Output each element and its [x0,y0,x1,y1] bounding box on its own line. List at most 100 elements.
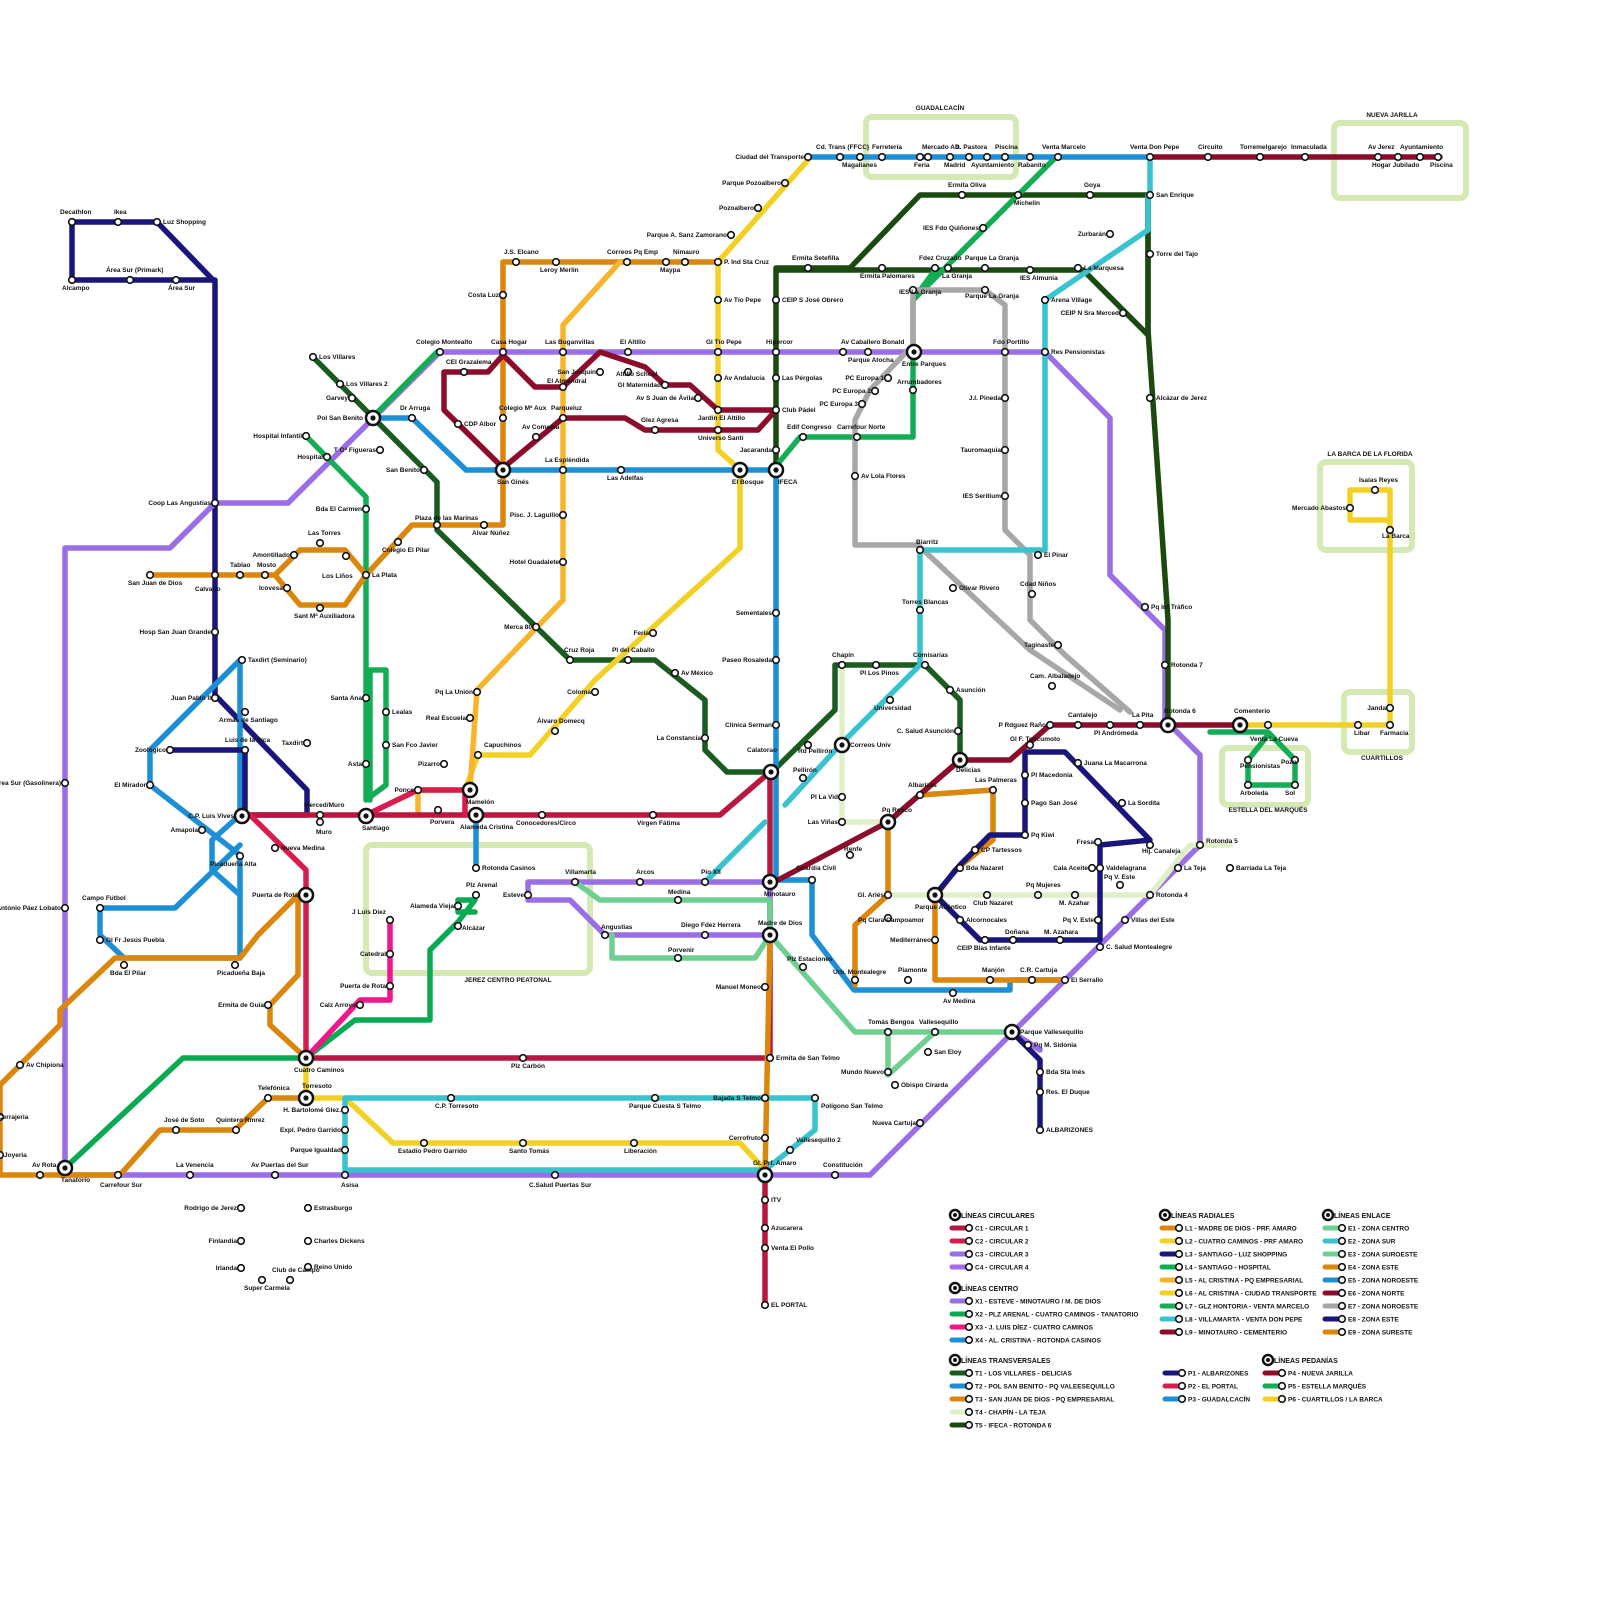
station-gl-fr-jesus-puebla[interactable] [97,937,104,944]
station-hogar-jubilado[interactable] [1395,154,1402,161]
station-diego-fdez-herrera[interactable] [702,932,709,939]
station-p-rdguez-rano[interactable] [1047,722,1054,729]
station-feria[interactable] [650,630,657,637]
station-san-enrique[interactable] [1147,192,1154,199]
station-av-rota[interactable] [37,1172,44,1179]
station-clinica-serman[interactable] [773,722,780,729]
station-j-luis-diez[interactable] [387,917,394,924]
station-av-andalucia[interactable] [715,375,722,382]
station-m-azahar[interactable] [1072,892,1079,899]
station-cantalejo[interactable] [1075,722,1082,729]
station-bda-el-pilar[interactable] [121,962,128,969]
station-guardia-civil[interactable] [809,877,816,884]
station-inmaculada[interactable] [1302,154,1309,161]
station-santa-ana[interactable] [363,695,370,702]
station-goya[interactable] [1087,192,1094,199]
station-asta[interactable] [363,761,370,768]
station-colegio-montealto[interactable] [437,349,444,356]
station-dr-arruga[interactable] [409,415,416,422]
station-nueva-medina[interactable] [272,845,279,852]
station-pl-del-caballo[interactable] [625,657,632,664]
station-alvaro-domecq[interactable] [552,728,559,735]
station-hospital[interactable] [324,454,331,461]
station-el-altillo[interactable] [625,349,632,356]
station-irlanda[interactable] [238,1265,245,1272]
station-mercado-abastos[interactable] [1347,505,1354,512]
station-fdez-cruzado[interactable] [932,265,939,272]
station-cala-aceite[interactable] [1089,865,1096,872]
station-taxdirt-seminario[interactable] [239,657,246,664]
station-ceip-s-jose-obrero[interactable] [773,297,780,304]
station-rabanito[interactable] [1027,154,1034,161]
station-zurbaran[interactable] [1107,231,1114,238]
station-capuchinos[interactable] [475,752,482,759]
station-av-caballero-bonald[interactable] [840,349,847,356]
station-feria[interactable] [917,154,924,161]
station-zoologico[interactable] [167,747,174,754]
station-cam-albaladejo[interactable] [1049,683,1056,690]
station-arboleda[interactable] [1245,782,1252,789]
station-el-serrallo[interactable] [1062,977,1069,984]
station-parque-a-sanz-zamorano[interactable] [728,232,735,239]
station-piamonte[interactable] [905,977,912,984]
station-pq-inf-trafico[interactable] [1142,604,1149,611]
station-decathlon[interactable] [69,219,76,226]
station-la-sordita[interactable] [1119,800,1126,807]
station-universo-santi[interactable] [715,427,722,434]
station-plz-arenal[interactable] [473,892,480,899]
station-magallanes[interactable] [857,154,864,161]
station-pq-v-este[interactable] [1095,917,1102,924]
station-torremelgarejo[interactable] [1257,154,1264,161]
station-av-s-juan-de-avila[interactable] [695,395,702,402]
station-piscina[interactable] [1002,154,1009,161]
station-juan-pablo-ii[interactable] [212,695,219,702]
station-hipercor[interactable] [773,349,780,356]
station-antonio-paez-lobato[interactable] [62,905,69,912]
station-mosto[interactable] [262,572,269,579]
station-rodrigo-de-jerez[interactable] [238,1205,245,1212]
station-la-marquesa[interactable] [1075,265,1082,272]
station-c-r-cartuja[interactable] [1029,977,1036,984]
station-vallesequillo[interactable] [932,1029,939,1036]
station-tauromaquia[interactable] [1002,447,1009,454]
station-taginaste[interactable] [1055,642,1062,649]
station-ayuntamiento[interactable] [984,154,991,161]
station-nueva-cartuja[interactable] [917,1120,924,1127]
station-d-pastora[interactable] [966,154,973,161]
station-pisc-j-laguillo[interactable] [560,512,567,519]
station-alcampo[interactable] [69,277,76,284]
station-charles-dickens[interactable] [305,1238,312,1245]
station-azucarera[interactable] [762,1225,769,1232]
station-alcazar[interactable] [455,923,462,930]
station-area-sur-primark[interactable] [127,277,134,284]
station-la-pita[interactable] [1137,722,1144,729]
station-arrumbadores[interactable] [910,387,917,394]
station-cei-grazalema[interactable] [461,369,468,376]
station-juana-la-macarrona[interactable] [1075,760,1082,767]
station-bda-nazaret[interactable] [957,865,964,872]
station-av-jerez[interactable] [1375,154,1382,161]
station-pl-macedonia[interactable] [1022,772,1029,779]
station-albarizones[interactable] [1037,1127,1044,1134]
station-icovesa[interactable] [284,585,291,592]
station-villas-del-este[interactable] [1122,917,1129,924]
station-finlandia[interactable] [238,1238,245,1245]
station-san-joaquin[interactable] [597,369,604,376]
station-alcornocales[interactable] [957,917,964,924]
station-chapin[interactable] [839,662,846,669]
station-isaias-reyes[interactable] [1372,487,1379,494]
station-pc-europa-2[interactable] [872,388,879,395]
station-hospital-infantil[interactable] [303,433,310,440]
station-los-linos[interactable] [343,553,350,560]
station-armas-de-santiago[interactable] [242,709,249,716]
station-itv[interactable] [762,1197,769,1204]
station-amontillado[interactable] [291,552,298,559]
station-estadio-pedro-garrido[interactable] [421,1140,428,1147]
station-parque-atocha[interactable] [865,349,872,356]
station-michelin[interactable] [1015,192,1022,199]
station-luz-shopping[interactable] [154,219,161,226]
station-las-pergolas[interactable] [773,375,780,382]
station-la-granja[interactable] [945,265,952,272]
station-rotonda-casinos[interactable] [473,865,480,872]
station-conocedores-circo[interactable] [539,812,546,819]
